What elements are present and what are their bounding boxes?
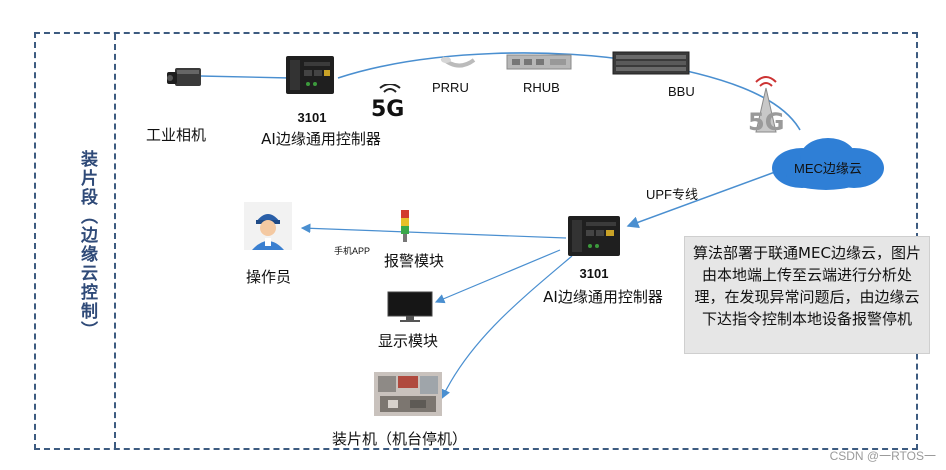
operator-label: 操作员: [246, 268, 292, 286]
camera-to-controller-line: [199, 75, 291, 79]
controller-to-operator-line: [300, 223, 567, 239]
machine-label: 装片机（机台停机）: [332, 430, 468, 448]
alarm-label: 报警模块: [384, 252, 445, 270]
controller-top-model: 3101: [297, 110, 327, 125]
controller-bottom-model: 3101: [579, 266, 609, 281]
watermark: CSDN @一RTOS一: [829, 449, 936, 463]
industrial-camera-icon: [167, 68, 201, 86]
fiveg-tower-text: 5G: [748, 108, 784, 136]
controller-top-icon: [286, 56, 334, 94]
rhub-label: RHUB: [523, 80, 560, 95]
mec-label: MEC边缘云: [794, 161, 862, 176]
display-label: 显示模块: [378, 332, 439, 350]
bbu-icon: [612, 51, 690, 75]
mec-cloud-icon: [772, 138, 884, 190]
fiveg-signal-icon: 5G: [371, 84, 404, 120]
description-note: 算法部署于联通MEC边缘云，图片由本地端上传至云端进行分析处理，在发现异常问题后…: [684, 236, 930, 354]
controller-to-machine-curve: [441, 255, 573, 400]
rhub-icon: [506, 54, 572, 70]
fiveg-top-text: 5G: [371, 97, 404, 120]
machine-photo-icon: [374, 372, 442, 416]
operator-icon: [244, 202, 292, 250]
mec-to-controller-upf-line: [626, 171, 776, 229]
segment-divider: [114, 34, 116, 448]
camera-label: 工业相机: [146, 126, 207, 144]
prru-label: PRRU: [432, 80, 469, 95]
controller-to-display-line: [434, 249, 561, 304]
controller-top-name: AI边缘通用控制器: [261, 130, 381, 148]
display-monitor-icon: [387, 291, 433, 322]
alarm-light-icon: [401, 210, 409, 242]
upf-label: UPF专线: [646, 187, 699, 202]
controller-bottom-icon: [568, 216, 620, 256]
controller-bottom-name: AI边缘通用控制器: [543, 288, 663, 306]
segment-label: 装片段（边缘云控制）: [77, 150, 97, 340]
mobile-app-label: 手机APP: [334, 246, 371, 256]
bbu-label: BBU: [668, 84, 695, 99]
fiveg-tower-icon: 5G: [748, 76, 784, 136]
prru-icon: [440, 56, 476, 68]
